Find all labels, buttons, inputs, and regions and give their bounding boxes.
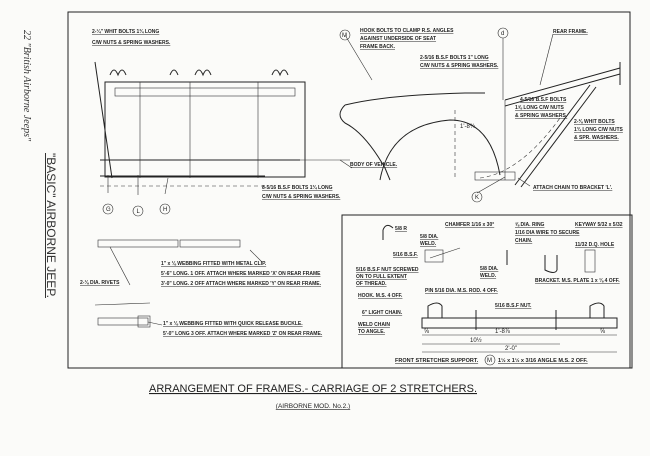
seat-frame-drawing bbox=[94, 61, 306, 195]
svg-text:K: K bbox=[475, 195, 479, 201]
hook-bsf: 5/16 B.S.F. bbox=[393, 252, 418, 258]
bolts-a-2: C/W NUTS & SPRING WASHERS. bbox=[420, 63, 499, 69]
svg-text:M: M bbox=[487, 358, 492, 364]
marker-k: K bbox=[471, 191, 483, 203]
dim-mid: 10½ bbox=[470, 337, 482, 344]
ring-1: ⅝ DIA. RING bbox=[515, 222, 545, 228]
drawing-title: ARRANGEMENT OF FRAMES.- CARRIAGE OF 2 ST… bbox=[149, 383, 477, 395]
bolts-c-1: 2-⅜ WHIT BOLTS bbox=[574, 119, 615, 125]
buckle-strap-1: 1" x ⅛ WEBBING FITTED WITH QUICK RELEASE… bbox=[163, 321, 303, 327]
hole-label: 11/32 D.Q. HOLE bbox=[575, 242, 615, 248]
buckle-strap-2: 5'-0" LONG 3 OFF. ATTACH WHERE MARKED 'Z… bbox=[163, 331, 323, 337]
svg-text:H: H bbox=[163, 207, 167, 213]
weld-chain-2: TO ANGLE. bbox=[358, 329, 386, 335]
frame-bolts-label-2: C/W NUTS & SPRING WASHERS. bbox=[262, 194, 341, 200]
weld-chain-1: WELD CHAIN bbox=[358, 322, 390, 328]
marker-l: L bbox=[132, 205, 144, 217]
bolts-c-2: 1¾ LONG C/W NUTS bbox=[574, 126, 624, 133]
bsf-nut-label: 5/16 B.S.F NUT. bbox=[495, 303, 532, 309]
front-support-drawing bbox=[382, 224, 618, 353]
support-title: FRONT STRETCHER SUPPORT. bbox=[395, 358, 479, 364]
drawing-subtitle: (AIRBORNE MOD. No.2.) bbox=[276, 403, 350, 410]
marker-m: M bbox=[339, 29, 351, 41]
hook-note-2: AGAINST UNDERSIDE OF SEAT bbox=[360, 36, 436, 42]
chain-label: 6" LIGHT CHAIN. bbox=[362, 310, 403, 316]
nut-note-2: ON TO FULL EXTENT bbox=[356, 274, 407, 280]
nut-note-3: OF THREAD. bbox=[356, 281, 387, 287]
ring-2: 1/16 DIA WIRE TO SECURE bbox=[515, 230, 580, 236]
hook-note-3: FRAME BACK. bbox=[360, 44, 396, 50]
pin-label: PIN 5/16 DIA. M.S. ROD. 4 OFF. bbox=[425, 288, 498, 294]
dim-left: ⅝ bbox=[424, 329, 430, 335]
weld-dia2-1: 5/8 DIA. bbox=[480, 266, 499, 272]
chamfer-label: CHAMFER 1/16 x 30° bbox=[445, 222, 494, 228]
frame-bolts-label-1: 8-5/16 B.S.F BOLTS 1¾ LONG bbox=[262, 184, 333, 191]
rear-frame-drawing bbox=[300, 33, 621, 194]
support-material: 1½ x 1½ x 3/16 ANGLE M.S. 2 OFF. bbox=[498, 357, 588, 364]
clip-strap-1: 1" x ⅛ WEBBING FITTED WITH METAL CLIP. bbox=[161, 261, 267, 267]
ring-3: CHAIN. bbox=[515, 238, 533, 244]
weld-dia-1: 5/8 DIA. bbox=[420, 234, 439, 240]
height-dimension: 1'-8¾ bbox=[460, 124, 476, 130]
svg-text:d: d bbox=[501, 31, 504, 37]
nut-note-1: 5/16 B.S.F NUT SCREWED bbox=[356, 267, 419, 273]
marker-h: H bbox=[159, 203, 171, 215]
dim-right: ⅝ bbox=[600, 329, 606, 335]
svg-text:M: M bbox=[342, 33, 347, 39]
seat-bolts-label-1: 2-¼" WHIT BOLTS 1¾ LONG bbox=[92, 28, 159, 35]
marker-g: G bbox=[102, 203, 114, 215]
bolts-b-1: 4-5/16 B.S.F BOLTS bbox=[520, 97, 567, 103]
chain-note: ATTACH CHAIN TO BRACKET 'L'. bbox=[533, 185, 613, 191]
dim-span: 1'-8⅞ bbox=[495, 329, 511, 335]
weld-dia-2: WELD. bbox=[420, 241, 437, 247]
clip-strap-2: 5'-6" LONG. 1 OFF. ATTACH WHERE MARKED '… bbox=[161, 271, 321, 277]
dim-overall: 2'-0" bbox=[505, 346, 517, 352]
rear-frame-label: REAR FRAME. bbox=[553, 29, 588, 35]
bolts-c-3: & SPR. WASHERS. bbox=[574, 135, 619, 141]
webbing-drawing bbox=[94, 239, 263, 328]
hook-radius: 5/8 R bbox=[395, 226, 407, 232]
seat-bolts-label-2: C/W NUTS & SPRING WASHERS. bbox=[92, 40, 171, 46]
front-support-panel bbox=[341, 214, 633, 369]
marker-d: d bbox=[497, 27, 509, 39]
keyway-label: KEYWAY 5/32 x 5/32 bbox=[575, 222, 623, 228]
svg-text:L: L bbox=[137, 209, 141, 215]
clip-strap-3: 3'-0" LONG. 2 OFF ATTACH WHERE MARKED 'Y… bbox=[161, 281, 322, 287]
marker-m2: M bbox=[484, 354, 496, 366]
bolts-b-3: & SPRING WASHERS. bbox=[515, 113, 568, 119]
rivets-label: 2-⅛ DIA. RIVETS bbox=[80, 280, 120, 286]
weld-dia2-2: WELD. bbox=[480, 273, 497, 279]
bolts-a-1: 2-5/16 B.S.F BOLTS 1" LONG bbox=[420, 55, 489, 61]
hook-note-1: HOOK BOLTS TO CLAMP R.S. ANGLES bbox=[360, 28, 454, 34]
bracket-label: BRACKET. M.S. PLATE 1 x ⅛ 4 OFF. bbox=[535, 278, 620, 284]
hook-label: HOOK. M.S. 4 OFF. bbox=[358, 293, 403, 299]
bolts-b-2: 1⅝ LONG C/W NUTS bbox=[515, 105, 565, 111]
svg-text:G: G bbox=[106, 207, 111, 213]
body-of-vehicle-label: BODY OF VEHICLE. bbox=[350, 162, 398, 168]
